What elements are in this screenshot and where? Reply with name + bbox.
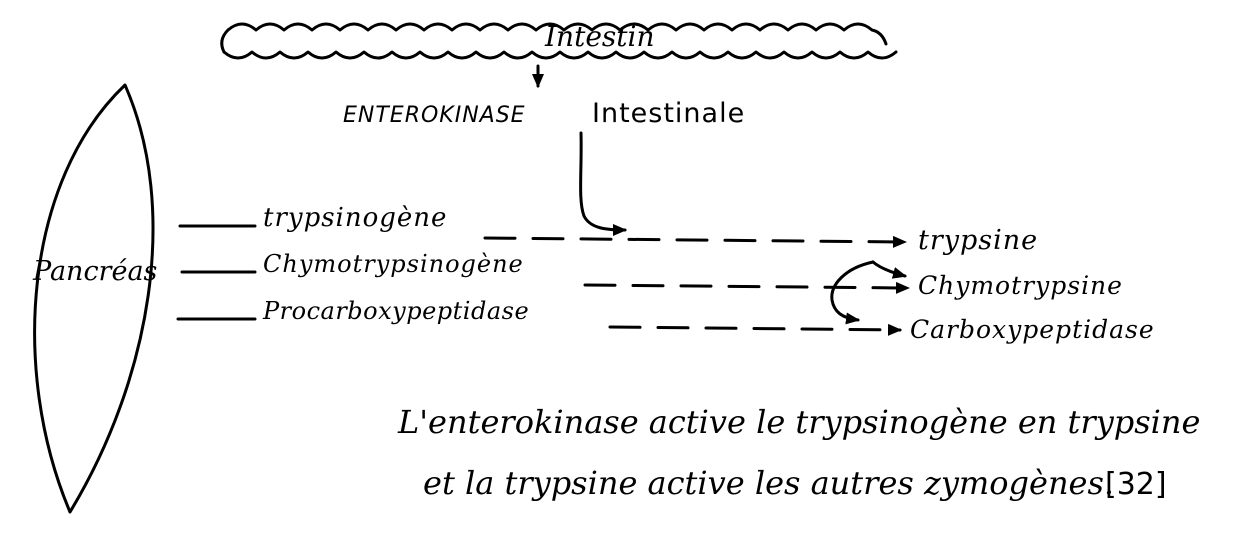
active-enzyme-label: Carboxypeptidase: [910, 315, 1155, 344]
caption-line-2: et la trypsine active les autres zymogèn…: [423, 464, 1114, 502]
zymogen-label: trypsinogène: [263, 203, 447, 233]
caption-line-1: L'enterokinase active le trypsinogène en…: [397, 403, 1200, 441]
enzyme-name: ENTEROKINASE: [343, 103, 526, 128]
conversion-arrow-carboxypeptidase: [610, 327, 900, 330]
organ-label: Pancréas: [32, 256, 157, 287]
enzyme-qualifier: Intestinale: [592, 98, 745, 129]
zymogen-label: Procarboxypeptidase: [262, 297, 529, 325]
active-enzyme-label: trypsine: [918, 225, 1038, 256]
trypsin-activation-arrow-chymotrypsin: [873, 262, 905, 276]
conversion-arrow-chymotrypsin: [585, 285, 908, 288]
trypsin-activation-arrow-carboxypeptidase: [832, 262, 873, 320]
active-enzyme-label: Chymotrypsine: [918, 271, 1123, 300]
conversion-arrow-trypsin: [485, 238, 905, 242]
pancreas-shape: [35, 85, 153, 512]
enterokinase-activation-arrow: [581, 133, 625, 230]
zymogen-label: Chymotrypsinogène: [263, 250, 524, 278]
intestine-label: Intestin: [544, 20, 655, 53]
reference-number: [32]: [1105, 467, 1167, 502]
